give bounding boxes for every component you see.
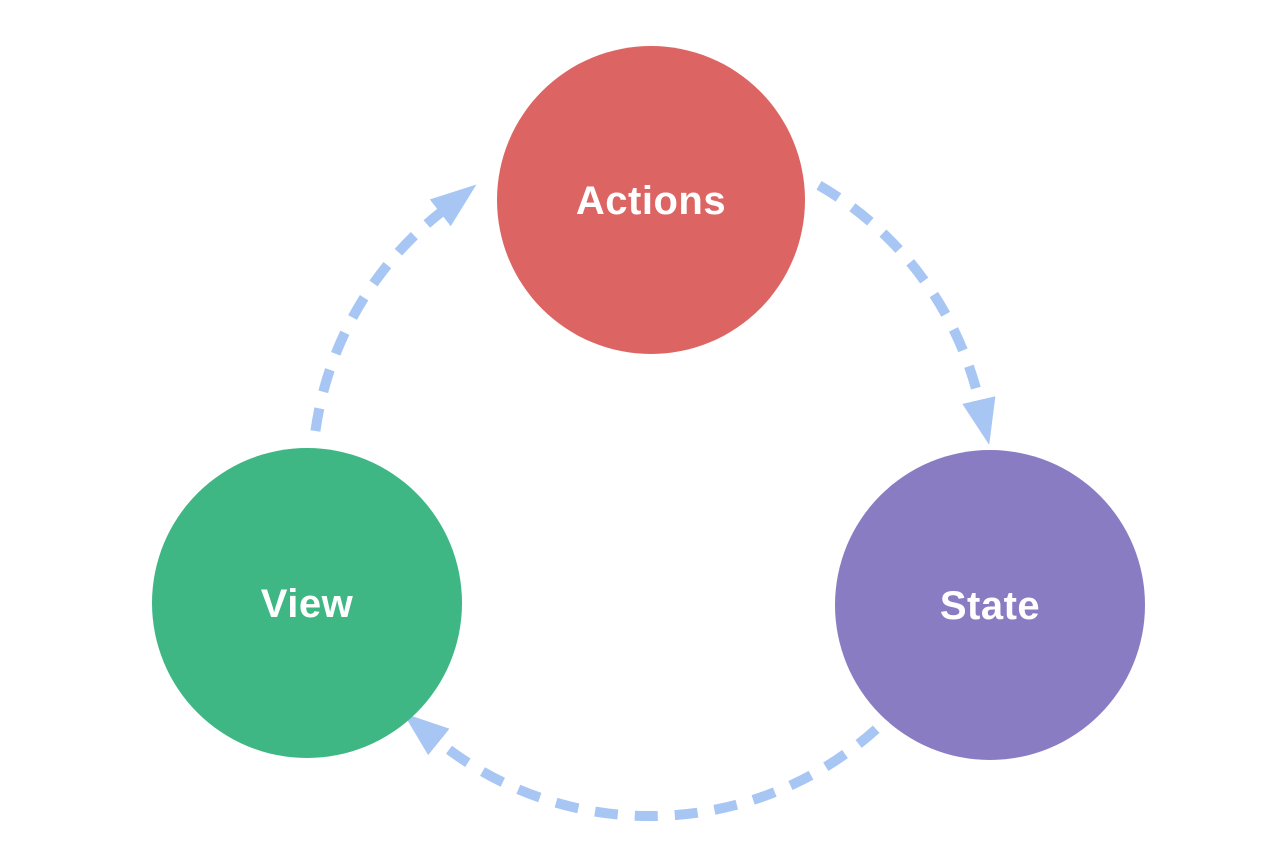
actions-node	[497, 46, 805, 354]
view-node-label: View	[261, 582, 354, 626]
view-node	[152, 448, 462, 758]
arrow-view-to-actions	[310, 184, 477, 432]
arrow-actions-to-state	[816, 180, 996, 445]
state-node-label: State	[940, 584, 1040, 628]
state-node	[835, 450, 1145, 760]
actions-node-label: Actions	[576, 179, 726, 223]
arrow-state-to-view	[403, 713, 880, 821]
